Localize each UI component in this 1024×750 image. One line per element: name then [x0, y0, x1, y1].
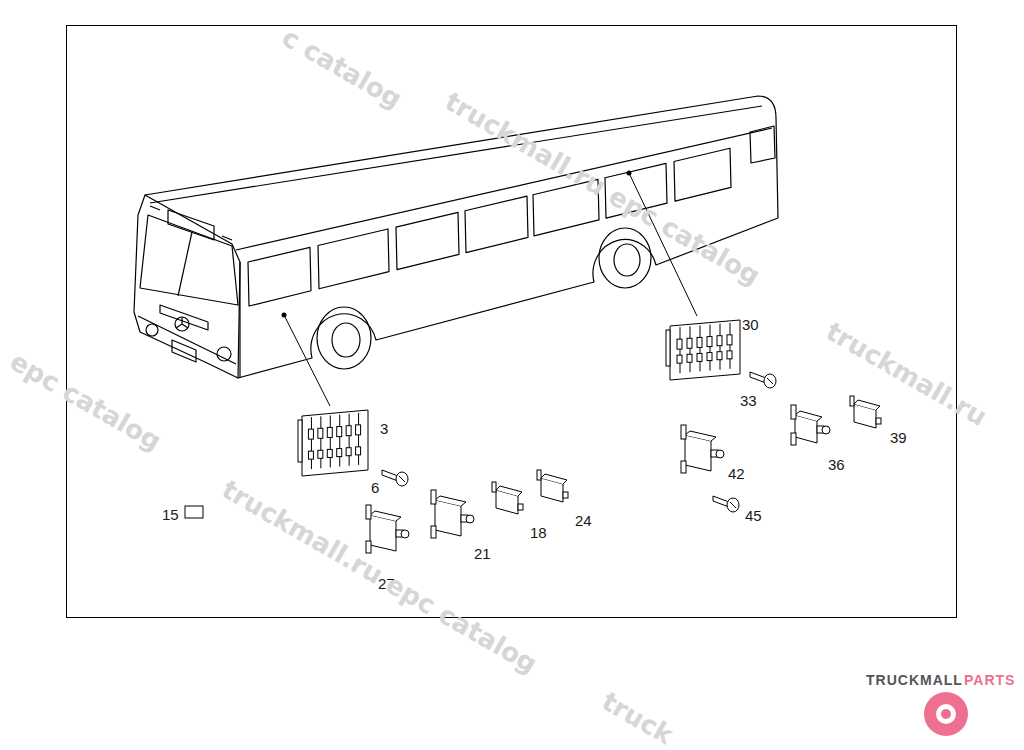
callout-number: 30	[742, 316, 759, 333]
relay-panel	[666, 320, 740, 380]
callout-number: 15	[162, 506, 179, 523]
switch	[366, 505, 409, 553]
microswitch	[850, 396, 881, 428]
switch	[431, 490, 474, 538]
microswitch	[537, 470, 568, 502]
screw	[750, 372, 776, 388]
callout-number: 36	[828, 456, 845, 473]
microswitch	[492, 482, 523, 514]
logo-text: PARTS	[964, 672, 1015, 688]
callout-number: 24	[575, 512, 592, 529]
relay-panel	[298, 410, 368, 476]
bus-window	[318, 229, 389, 289]
bus-window	[465, 196, 528, 252]
callout-number: 18	[530, 524, 547, 541]
watermark: truckmall.ru	[821, 316, 992, 432]
bus-window	[248, 247, 311, 306]
callout-number: 6	[371, 479, 379, 496]
switch	[681, 425, 724, 473]
watermark: truckmall.ru epc catalog	[440, 86, 765, 291]
watermark: truck	[597, 686, 678, 750]
watermark: c catalog	[277, 22, 407, 114]
small-clip	[185, 506, 203, 518]
watermark: truckmall.ru epc catalog	[217, 474, 542, 679]
callout-number: 45	[745, 507, 762, 524]
switch	[791, 405, 830, 445]
callout-number: 39	[890, 429, 907, 446]
watermark: epc catalog	[5, 346, 166, 456]
callout-number: 33	[740, 392, 757, 409]
bus-window	[674, 148, 731, 201]
bus-window	[396, 212, 459, 269]
callout-number: 42	[728, 465, 745, 482]
logo-text: TRUCKMALL	[866, 672, 963, 688]
callout-number: 21	[474, 545, 491, 562]
screw	[713, 496, 739, 512]
screw	[382, 470, 408, 486]
callout-number: 3	[380, 420, 388, 437]
